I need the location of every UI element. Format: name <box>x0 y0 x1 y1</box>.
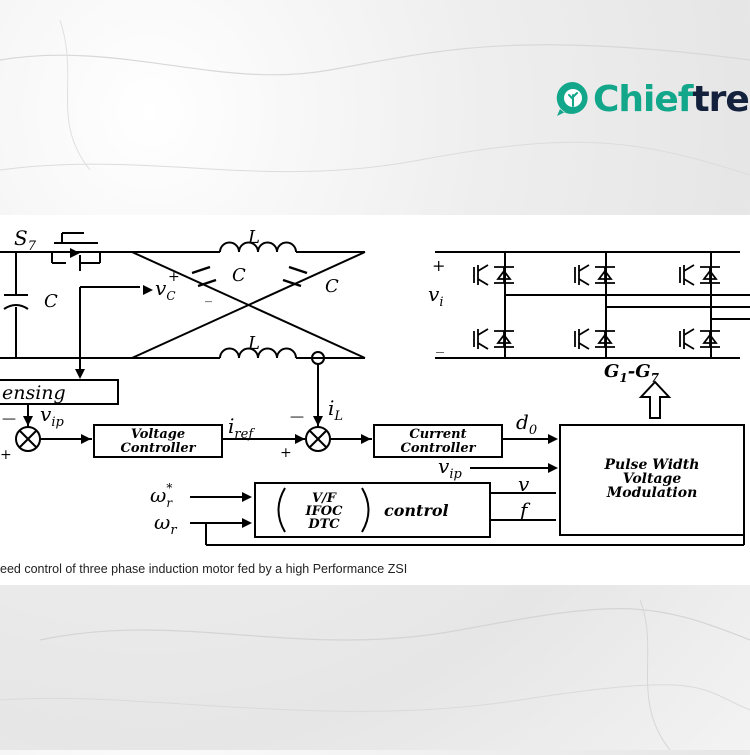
sum2-plus: + <box>280 445 292 461</box>
pwm-line3: Modulation <box>606 485 698 501</box>
voltage-controller-line2: Controller <box>121 441 197 456</box>
ctrl-ifoc: IFOC <box>305 504 344 519</box>
ctrl-vf: V/F <box>312 491 337 506</box>
voltage-controller-line1: Voltage <box>131 427 185 442</box>
v-output-label: v <box>518 472 530 496</box>
vip-label: vip <box>40 402 64 430</box>
control-word: control <box>384 501 449 520</box>
circuit-diagram: S7 C L L C C + vC _ + vi _ ensing — vip … <box>0 226 750 546</box>
omega-label: ωr <box>154 510 177 538</box>
il-label: iL <box>328 396 343 424</box>
f-output-label: f <box>518 498 531 522</box>
current-controller-line1: Current <box>409 427 466 442</box>
pwm-line1: Pulse Width <box>604 457 700 473</box>
sensing-label: ensing <box>2 382 66 404</box>
d0-label: d0 <box>516 410 537 438</box>
vi-label: vi <box>428 282 443 310</box>
ctrl-dtc: DTC <box>307 517 340 532</box>
current-controller-line2: Controller <box>401 441 477 456</box>
circuit-figure: S7 C L L C C + vC _ + vi _ ensing — vip … <box>0 215 750 585</box>
tree-chat-icon <box>556 81 588 116</box>
cap-right-label: C <box>325 276 339 297</box>
sum1-plus: + <box>0 447 12 463</box>
vip2-label: vip <box>438 454 462 482</box>
ind-top-label: L <box>247 227 260 248</box>
figure-caption: eed control of three phase induction mot… <box>0 562 408 576</box>
chieftree-logo: Chieftre <box>553 78 750 120</box>
ind-bottom-label: L <box>247 333 260 354</box>
omega-ref-label: ω*r <box>150 481 173 510</box>
vi-minus: _ <box>436 334 444 353</box>
cap-upper-label: C <box>232 265 246 286</box>
vc-plus: + <box>168 269 180 285</box>
iref-label: iref <box>228 414 255 442</box>
vi-plus: + <box>432 256 445 275</box>
gates-label: G1-G7 <box>604 361 660 385</box>
pwm-line2: Voltage <box>623 471 682 487</box>
cap-left-label: C <box>44 291 58 312</box>
sum2-minus: — <box>290 409 304 425</box>
vip-minus: — <box>2 411 16 427</box>
vc-minus: _ <box>205 287 212 303</box>
logo-text: Chieftre <box>593 78 750 120</box>
s7-label: S7 <box>14 226 37 254</box>
vc-label: vC <box>155 276 176 303</box>
